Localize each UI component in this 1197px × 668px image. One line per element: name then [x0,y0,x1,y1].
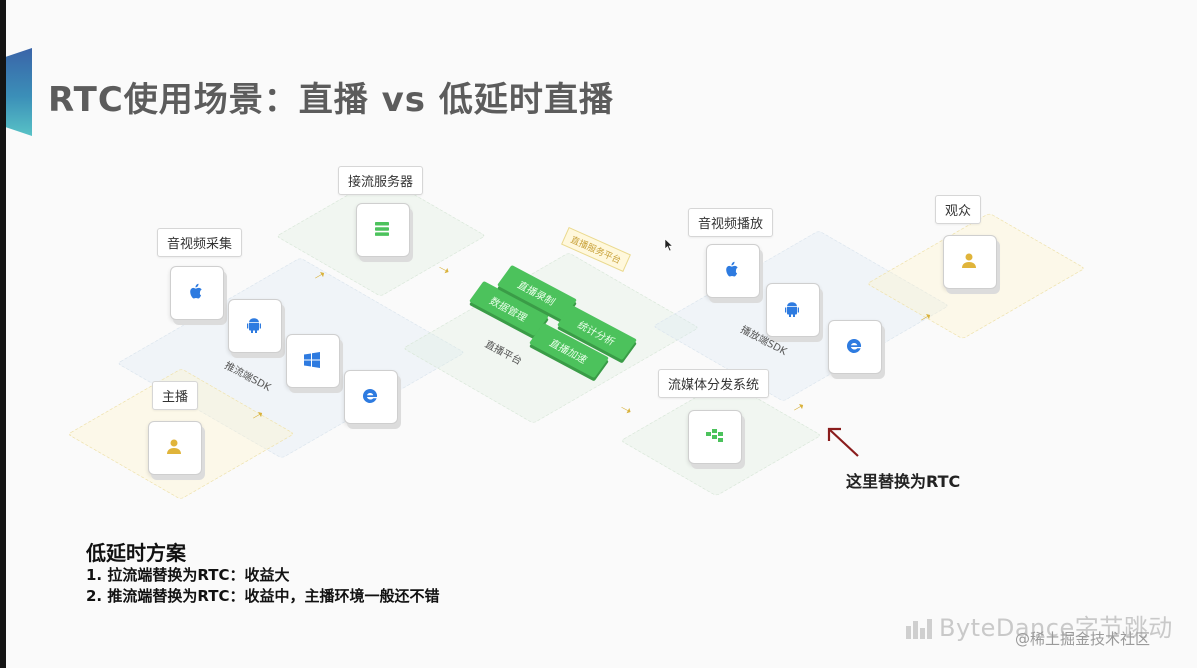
pull-android-node [766,283,820,337]
node-cube [943,235,997,289]
server-icon [375,222,389,236]
label-playback: 音视频播放 [688,208,774,237]
slide-title: RTC使用场景：直播 vs 低延时直播 [48,80,614,120]
logo-text: ByteDance字节跳动 [939,614,1173,642]
label-distribution: 流媒体分发系统 [658,369,770,398]
android-icon [785,302,799,317]
distribution-node [688,410,742,464]
apple-icon [726,261,738,277]
plan-list: 1. 拉流端替换为RTC：收益大 2. 推流端替换为RTC：收益中，主播环境一般… [86,565,439,607]
user-icon [167,439,181,454]
node-cube [148,421,202,475]
label-capture: 音视频采集 [157,228,243,257]
bytedance-mark-icon [906,619,932,639]
android-icon [247,318,261,333]
bytedance-logo: ByteDance字节跳动 [905,608,1173,643]
ie-browser-icon [846,338,862,353]
rtc-annotation: 这里替换为RTC [846,472,961,491]
audience-node [943,235,997,289]
mouse-cursor-icon [664,238,674,252]
label-audience: 观众 [935,195,982,224]
annotation-arrow-icon [827,427,859,457]
label-ingest-server: 接流服务器 [338,166,424,195]
pull-apple-node [706,244,760,298]
pull-browser-node [828,320,882,374]
push-browser-node [344,370,398,424]
plan-item: 1. 拉流端替换为RTC：收益大 [86,566,290,584]
push-apple-node [170,266,224,320]
plan-title: 低延时方案 [86,541,186,565]
title-accent-stripe [6,48,32,136]
source-watermark: @稀土掘金技术社区 [1015,630,1151,648]
label-anchor: 主播 [152,381,199,410]
distribution-grid-icon [706,429,723,442]
ie-browser-icon [362,388,378,403]
anchor-node [148,421,202,475]
plan-item: 2. 推流端替换为RTC：收益中，主播环境一般还不错 [86,587,440,605]
apple-icon [190,283,202,299]
push-android-node [228,299,282,353]
ingest-server-node [356,203,410,257]
user-icon [962,253,976,268]
window-left-edge [0,0,6,668]
windows-icon [304,352,320,368]
push-windows-node [286,334,340,388]
